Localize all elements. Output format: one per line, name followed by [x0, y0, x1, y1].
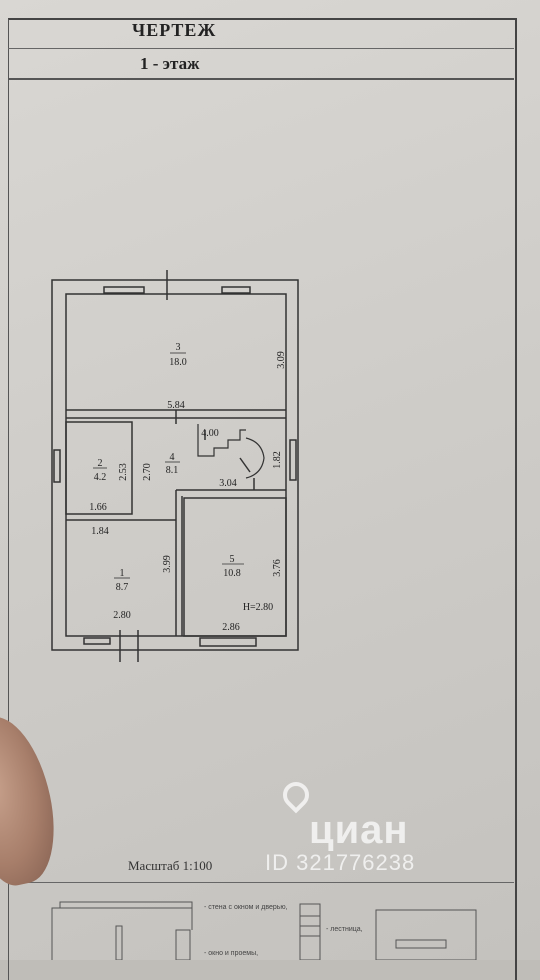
dim-2-53: 2.53: [118, 463, 129, 481]
legend-item-window: - окно и проемы,: [204, 950, 259, 957]
room-5-number: 5: [230, 554, 235, 565]
dim-3-99: 3.99: [162, 555, 173, 573]
room-3-number: 3: [176, 342, 181, 353]
room-1-area: 8.7: [116, 582, 129, 593]
outer-wall-outer: [51, 279, 299, 651]
legend-item-wall: - стена с окном и дверью,: [204, 904, 288, 911]
dim-3-04: 3.04: [219, 478, 237, 489]
dim-2-70: 2.70: [142, 463, 153, 481]
dim-1-82: 1.82: [272, 451, 283, 469]
dim-1-84: 1.84: [91, 526, 109, 537]
room-5-area: 10.8: [223, 568, 241, 579]
room-2-number: 2: [98, 458, 103, 469]
watermark-brand: циан: [309, 808, 409, 852]
legend-item-stair: - лестница,: [326, 926, 363, 933]
dim-4-00: 4.00: [201, 428, 219, 439]
room-4-number: 4: [170, 452, 175, 463]
floor-plan: 3 18.0 2 4.2 4 8.1 1 8.7 5 10.8 3.09 5.8…: [51, 270, 477, 960]
document-title: ЧЕРТЕЖ: [132, 20, 217, 40]
dim-3-09: 3.09: [276, 351, 287, 369]
room-3-area: 18.0: [169, 357, 187, 368]
dim-2-86: 2.86: [222, 622, 240, 633]
dim-2-80: 2.80: [113, 610, 131, 621]
dim-1-66: 1.66: [89, 502, 107, 513]
title-divider-bottom: [8, 78, 514, 80]
scale-label: Масштаб 1:100: [128, 858, 213, 873]
dim-3-76: 3.76: [272, 559, 283, 577]
ceiling-height: H=2.80: [243, 602, 273, 613]
title-divider: [8, 48, 514, 49]
room-2-area: 4.2: [94, 472, 107, 483]
watermark-id: ID 321776238: [265, 850, 416, 875]
legend-divider: [8, 882, 514, 883]
room-1-number: 1: [120, 568, 125, 579]
dim-5-84: 5.84: [167, 400, 185, 411]
floor-title: 1 - этаж: [140, 54, 200, 73]
room-4-area: 8.1: [166, 465, 179, 476]
drawing-frame: [8, 18, 517, 980]
